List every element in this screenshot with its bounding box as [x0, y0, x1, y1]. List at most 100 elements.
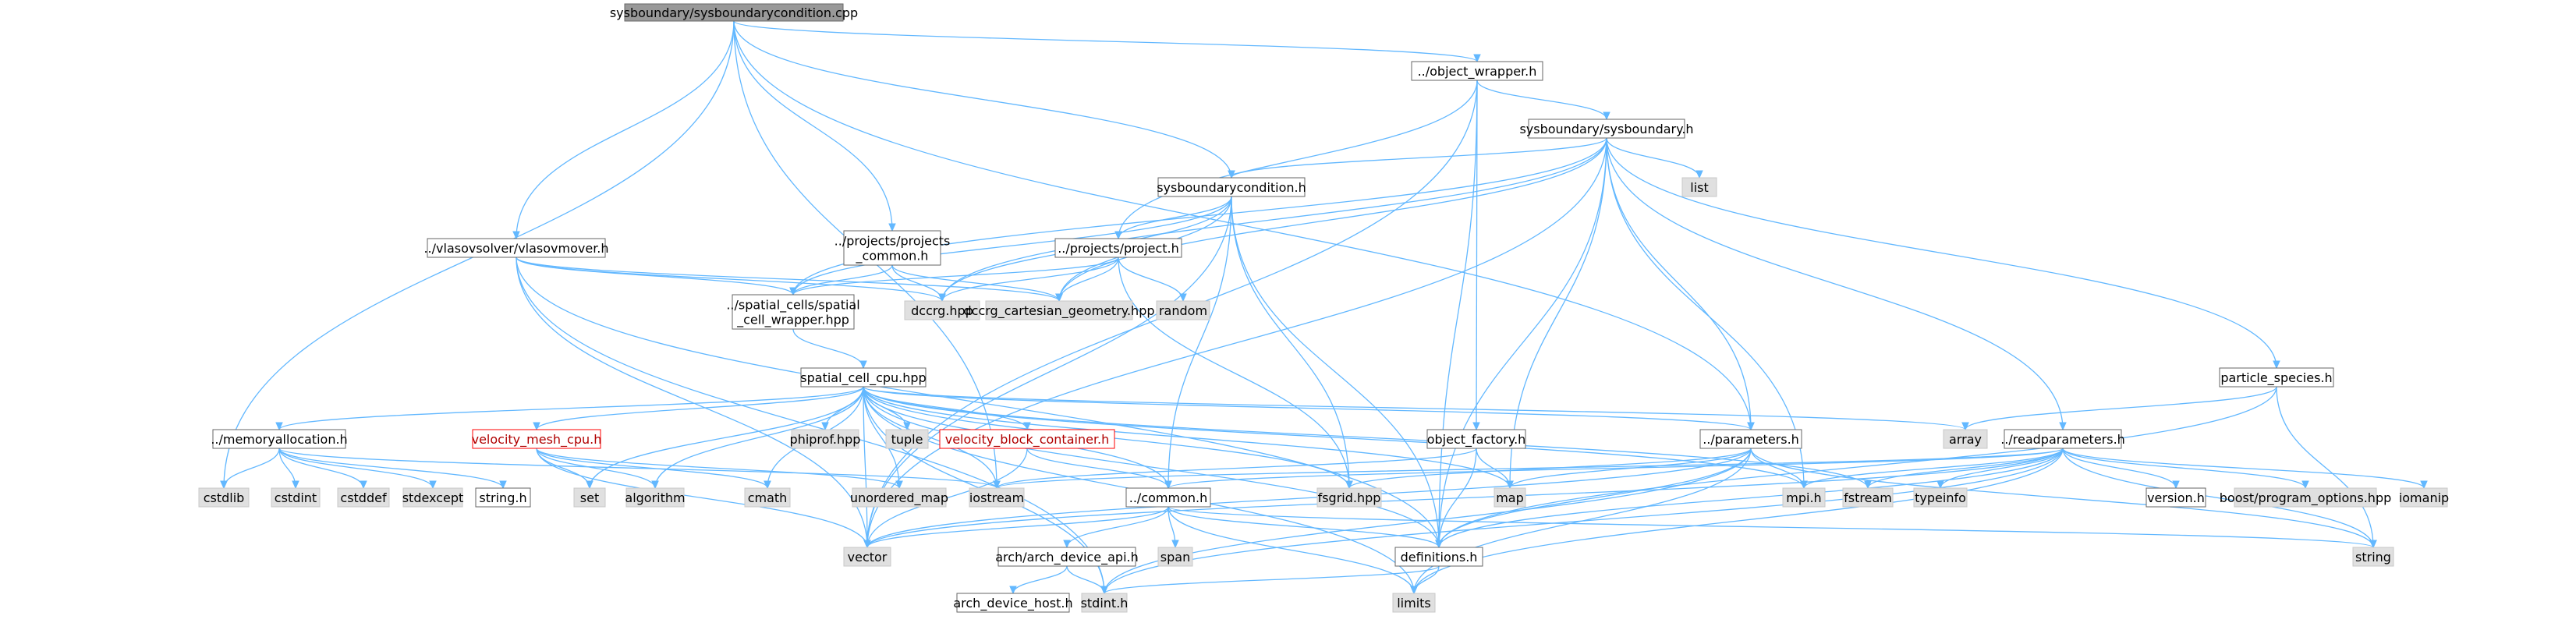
edge-sccpu-to-array [863, 386, 1966, 430]
node-label: cstdlib [204, 490, 245, 505]
node-array[interactable]: array [1943, 429, 1988, 449]
node-params[interactable]: ../parameters.h [1699, 429, 1802, 449]
node-vector[interactable]: vector [843, 547, 891, 567]
edge-memalloc-to-iostream [278, 448, 997, 489]
arrowhead-memalloc-to-cstddef [360, 480, 367, 490]
node-random[interactable]: random [1156, 300, 1210, 320]
node-label: arch/arch_device_api.h [995, 550, 1139, 565]
node-label: sysboundary/sysboundary.h [1519, 122, 1693, 136]
edge-projcommon-to-scwrap [792, 264, 893, 296]
node-label: cstddef [340, 490, 387, 505]
edge-root-to-vlasov [516, 20, 735, 239]
node-string[interactable]: string [2352, 547, 2394, 567]
node-fsgrid[interactable]: fsgrid.hpp [1316, 487, 1382, 508]
arrowhead-sccpu-to-vmesh [533, 422, 540, 431]
node-label: cstdint [275, 490, 317, 505]
edge-root-to-params [733, 20, 1752, 430]
node-vbc[interactable]: velocity_block_container.h [939, 429, 1115, 449]
node-stdinth[interactable]: stdint.h [1081, 593, 1129, 613]
edge-params-to-mpih [1750, 448, 1805, 489]
node-algorithm[interactable]: algorithm [625, 487, 686, 508]
node-label: ../projects/projects [834, 234, 951, 249]
node-box [198, 487, 250, 508]
node-readparams[interactable]: ../readparameters.h [2000, 429, 2125, 449]
node-projcommon[interactable]: ../projects/projects_common.h [834, 230, 951, 266]
edge-sccpu-to-fstream [863, 386, 1869, 489]
node-stringh[interactable]: string.h [475, 487, 531, 508]
node-box [625, 487, 685, 508]
node-label: boost/program_options.hpp [2220, 490, 2392, 506]
node-phiprof[interactable]: phiprof.hpp [790, 429, 861, 449]
node-archhost[interactable]: arch_device_host.h [953, 593, 1073, 613]
node-vlasov[interactable]: ../vlasovsolver/vlasovmover.h [423, 238, 609, 258]
node-sccpu[interactable]: spatial_cell_cpu.hpp [800, 367, 927, 388]
node-label: ../common.h [1129, 490, 1207, 505]
node-dccrg[interactable]: dccrg.hpp [904, 300, 980, 320]
node-cmath[interactable]: cmath [744, 487, 791, 508]
node-scwrap[interactable]: ../spatial_cells/spatial_cell_wrapper.hp… [726, 294, 860, 330]
arrowhead-root-to-vlasov [512, 231, 520, 240]
node-label: arch_device_host.h [953, 596, 1072, 611]
edge-archapi-to-stdinth [1066, 565, 1105, 594]
node-sbcond[interactable]: sysboundarycondition.h [1157, 177, 1306, 197]
edge-sysbh-to-params [1606, 137, 1752, 430]
node-umap[interactable]: unordered_map [850, 487, 948, 508]
edge-objwrap-to-objfac [1476, 80, 1478, 430]
node-common[interactable]: ../common.h [1125, 487, 1211, 508]
node-label: version.h [2147, 490, 2205, 505]
edge-sysbh-to-defs [1438, 137, 1607, 548]
node-cstddef[interactable]: cstddef [337, 487, 390, 508]
node-objfac[interactable]: object_factory.h [1426, 429, 1526, 449]
node-fstream[interactable]: fstream [1842, 487, 1894, 508]
node-label: ../parameters.h [1703, 432, 1799, 447]
arrowhead-projh-to-dccrgcart [1055, 293, 1063, 303]
node-sysbh[interactable]: sysboundary/sysboundary.h [1519, 119, 1694, 139]
node-mpih[interactable]: mpi.h [1782, 487, 1826, 508]
node-boostpo[interactable]: boost/program_options.hpp [2220, 487, 2392, 508]
node-box [624, 3, 844, 22]
node-span[interactable]: span [1157, 547, 1193, 567]
node-set[interactable]: set [573, 487, 606, 508]
node-map[interactable]: map [1494, 487, 1526, 508]
arrowhead-sysbh-to-particle [2273, 360, 2280, 370]
node-versionh[interactable]: version.h [2145, 487, 2206, 508]
edge-particle-to-string [2276, 386, 2374, 548]
node-memalloc[interactable]: ../memoryallocation.h [211, 429, 348, 449]
arrowhead-sysbh-to-sbcond [1228, 170, 1235, 179]
edge-memalloc-to-cstddef [278, 448, 364, 489]
node-defs[interactable]: definitions.h [1394, 547, 1483, 567]
node-iostream[interactable]: iostream [969, 487, 1025, 508]
node-list[interactable]: list [1681, 177, 1717, 197]
node-root[interactable]: sysboundary/sysboundarycondition.cpp [610, 3, 858, 22]
node-label: random [1159, 303, 1207, 318]
arrowhead-readparams-to-mpih [1800, 480, 1808, 490]
edge-sccpu-to-vector [863, 386, 868, 548]
arrowhead-sysbh-to-list [1695, 170, 1703, 179]
node-label: velocity_mesh_cpu.h [472, 432, 602, 448]
edge-sysbh-to-sbcond [1231, 137, 1607, 179]
node-cstdint[interactable]: cstdint [271, 487, 321, 508]
edge-common-to-defs [1168, 506, 1440, 548]
node-label: array [1949, 432, 1982, 447]
node-label: limits [1397, 596, 1431, 611]
node-archapi[interactable]: arch/arch_device_api.h [995, 547, 1139, 567]
node-particle[interactable]: particle_species.h [2219, 367, 2334, 388]
node-typeinfo[interactable]: typeinfo [1913, 487, 1968, 508]
arrowhead-readparams-to-iostream [993, 480, 1001, 490]
node-objwrap[interactable]: ../object_wrapper.h [1411, 61, 1543, 81]
node-iomanip[interactable]: iomanip [2399, 487, 2449, 508]
node-stdexcept[interactable]: stdexcept [402, 487, 464, 508]
node-projh[interactable]: ../projects/project.h [1054, 238, 1182, 258]
edge-sccpu-to-algorithm [654, 386, 864, 489]
edge-readparams-to-iostream [996, 448, 2064, 489]
node-label: _cell_wrapper.hpp [736, 313, 849, 328]
node-limits[interactable]: limits [1392, 593, 1436, 613]
node-dccrgcart[interactable]: dccrg_cartesian_geometry.hpp [963, 300, 1155, 320]
node-box [1157, 547, 1193, 567]
node-tuple[interactable]: tuple [885, 429, 929, 449]
arrowhead-memalloc-to-stdexcept [429, 480, 437, 490]
node-cstdlib[interactable]: cstdlib [198, 487, 250, 508]
node-box [939, 429, 1115, 449]
node-vmesh[interactable]: velocity_mesh_cpu.h [472, 429, 602, 449]
node-box [885, 429, 929, 449]
